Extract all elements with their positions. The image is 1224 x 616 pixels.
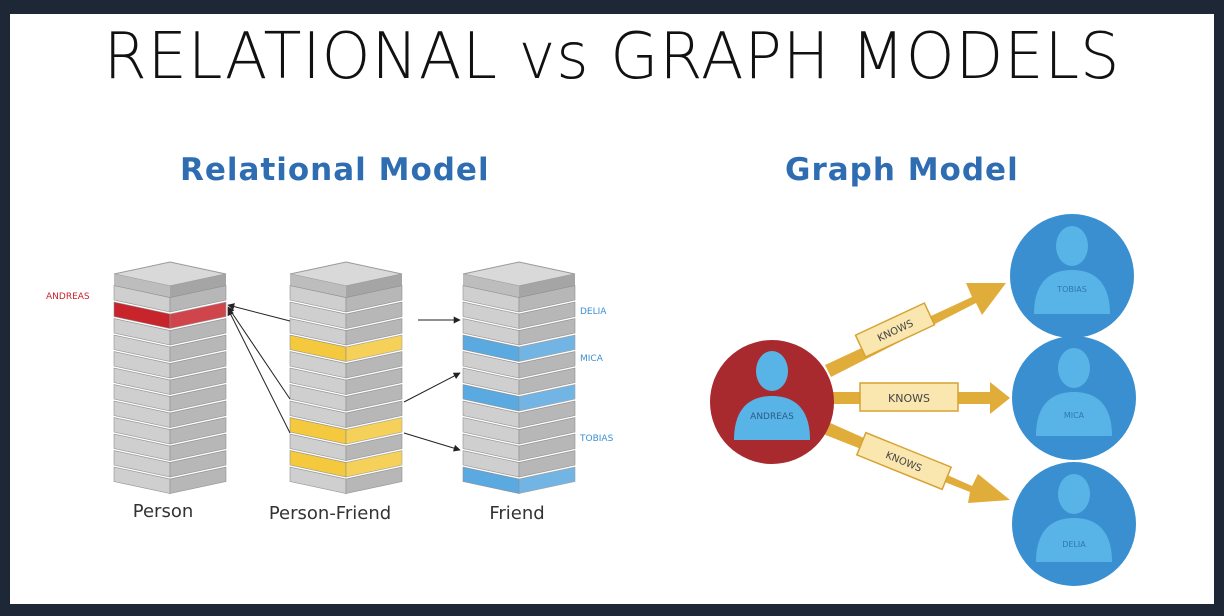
- link-andreas-join3: [227, 308, 291, 434]
- edge-knows-mica: KNOWS: [832, 382, 1010, 414]
- link-join3-tobias: [403, 432, 461, 452]
- graph-edges: KNOWS KNOWS KNOWS: [823, 283, 1010, 503]
- friend-table-label: Friend: [489, 503, 544, 524]
- highlighted-row: [345, 417, 403, 445]
- tobias-node-label: TOBIAS: [1056, 285, 1087, 294]
- table-cap-side: [290, 274, 346, 298]
- person-table: Person: [113, 261, 227, 522]
- table-row: [169, 367, 227, 395]
- highlighted-row: [518, 384, 576, 412]
- table-row: [518, 450, 576, 478]
- knows-label-box: [859, 382, 959, 412]
- knows-label-box: [854, 302, 936, 358]
- table-row: [518, 433, 576, 461]
- table-row: [169, 450, 227, 478]
- table-row: [345, 301, 403, 329]
- table-row: [169, 466, 227, 494]
- table-row: [518, 367, 576, 395]
- table-row: [518, 351, 576, 379]
- relational-heading: Relational Model: [180, 152, 490, 188]
- friend-table: Friend: [462, 261, 576, 524]
- link-andreas-join1: [227, 303, 291, 322]
- table-row: [169, 318, 227, 346]
- table-cap-side: [346, 274, 402, 298]
- table-row: [169, 384, 227, 412]
- knows-label-2: KNOWS: [888, 392, 930, 405]
- table-row: [345, 285, 403, 313]
- knows-label-box: [855, 431, 953, 491]
- center-node-label: ANDREAS: [750, 412, 794, 422]
- table-row: [518, 301, 576, 329]
- node-andreas: ANDREAS: [710, 340, 834, 464]
- table-cap-side: [114, 274, 170, 298]
- mica-row-label: MICA: [580, 354, 604, 364]
- person-icon: [1036, 348, 1112, 436]
- person-icon: [1036, 474, 1112, 562]
- table-row: [518, 417, 576, 445]
- graph-heading: Graph Model: [785, 152, 1019, 188]
- edge-knows-delia: KNOWS: [823, 422, 1010, 503]
- person-friend-table: Person-Friend: [269, 261, 403, 524]
- table-row: [169, 351, 227, 379]
- table-cap-side: [170, 274, 226, 298]
- table-row: [345, 384, 403, 412]
- highlighted-row: [345, 450, 403, 478]
- table-row: [345, 433, 403, 461]
- mica-node-label: MICA: [1064, 411, 1085, 420]
- table-row: [345, 400, 403, 428]
- table-row: [169, 400, 227, 428]
- person-table-label: Person: [133, 501, 194, 522]
- table-row: [345, 466, 403, 494]
- andreas-row-label: ANDREAS: [46, 292, 90, 302]
- person-icon: [1034, 226, 1110, 314]
- link-andreas-join2: [227, 306, 291, 400]
- node-mica: MICA: [1012, 336, 1136, 460]
- table-row: [169, 433, 227, 461]
- highlighted-row: [345, 334, 403, 362]
- link-join2-mica: [403, 372, 461, 403]
- table-row: [345, 351, 403, 379]
- tobias-row-label: TOBIAS: [579, 434, 614, 444]
- delia-node-label: DELIA: [1062, 540, 1086, 549]
- table-row: [518, 318, 576, 346]
- highlighted-row: [169, 301, 227, 329]
- delia-row-label: DELIA: [580, 307, 607, 317]
- table-cap-side: [463, 274, 519, 298]
- node-delia: DELIA: [1012, 462, 1136, 586]
- table-row: [345, 367, 403, 395]
- table-row: [518, 400, 576, 428]
- highlighted-row: [518, 334, 576, 362]
- table-row: [518, 285, 576, 313]
- edge-knows-tobias: KNOWS: [825, 283, 1006, 377]
- relational-links: [227, 303, 461, 452]
- table-cap-side: [519, 274, 575, 298]
- person-icon: [734, 351, 810, 440]
- node-tobias: TOBIAS: [1010, 214, 1134, 338]
- table-row: [169, 334, 227, 362]
- table-row: [169, 285, 227, 313]
- page-title: RELATIONAL vs GRAPH MODELS: [103, 20, 1121, 94]
- highlighted-row: [518, 466, 576, 494]
- table-row: [169, 417, 227, 445]
- table-row: [345, 318, 403, 346]
- person-friend-table-label: Person-Friend: [269, 503, 391, 524]
